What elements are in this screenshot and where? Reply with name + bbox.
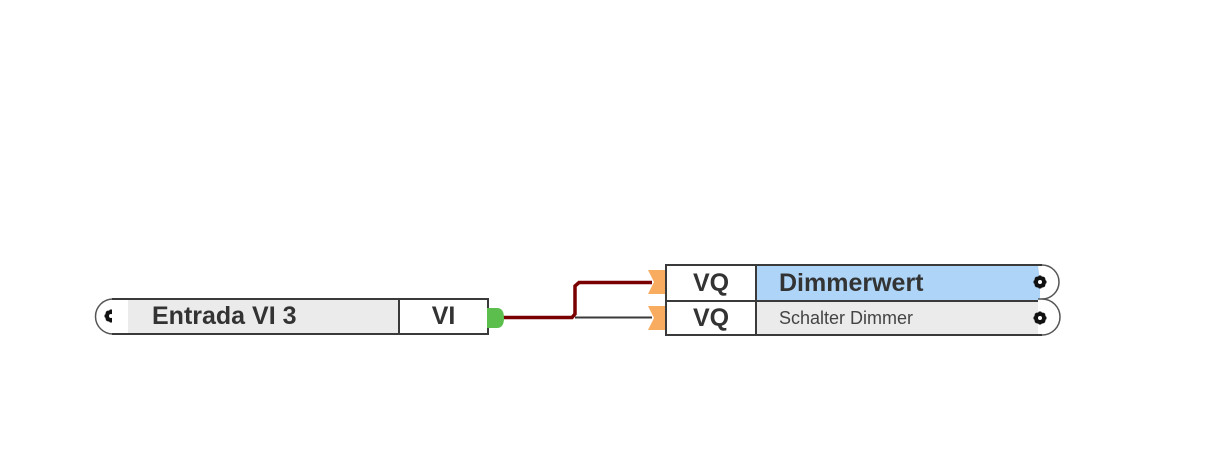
wire-active[interactable] [503, 280, 652, 320]
source-label-cell: Entrada VI 3 [128, 300, 400, 333]
target-caps [1038, 264, 1061, 336]
target-block[interactable]: VQ Dimmerwert VQ Schalter Dimmer [648, 264, 1061, 336]
target-label-1: Dimmerwert [757, 266, 1040, 300]
port-type-label: VI [431, 302, 456, 330]
source-cap [94, 298, 114, 335]
port-type-label: VQ [692, 268, 730, 297]
target-row-1[interactable]: VQ Dimmerwert [667, 266, 1040, 300]
target-row-2[interactable]: VQ Schalter Dimmer [667, 302, 1040, 334]
target-port-type-1: VQ [667, 266, 755, 300]
gear-icon[interactable] [1033, 311, 1047, 325]
input-port-1[interactable] [648, 270, 667, 294]
output-port[interactable] [487, 308, 505, 328]
divider [755, 266, 757, 300]
target-label-2: Schalter Dimmer [757, 302, 1040, 334]
target-port-type-2: VQ [667, 302, 755, 334]
source-port-type: VI [400, 300, 487, 333]
divider [398, 300, 400, 333]
port-type-label: VQ [692, 303, 730, 332]
source-block[interactable]: Entrada VI 3 VI [93, 298, 489, 335]
input-port-2[interactable] [648, 306, 667, 330]
row-label: Dimmerwert [779, 268, 924, 297]
divider [755, 302, 757, 334]
source-label: Entrada VI 3 [152, 302, 297, 330]
row-divider [667, 300, 1040, 302]
gear-icon[interactable] [1033, 275, 1047, 289]
row-label: Schalter Dimmer [779, 307, 914, 328]
